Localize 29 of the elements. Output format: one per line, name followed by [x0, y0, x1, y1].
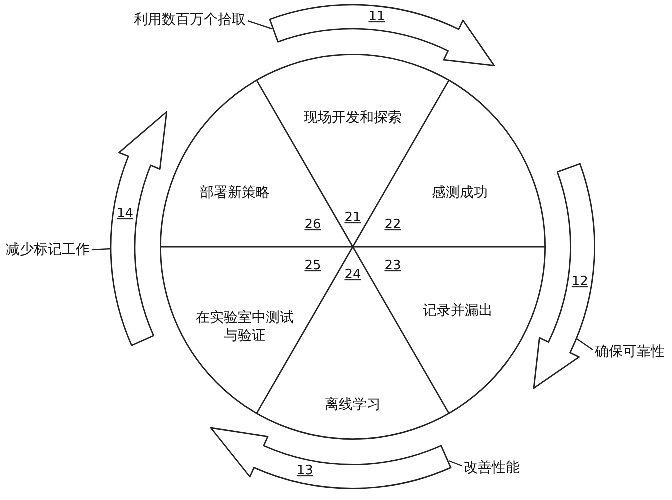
sector-label: 离线学习	[325, 396, 381, 414]
leader-line	[92, 248, 112, 251]
arrow-number: 11	[368, 10, 386, 27]
cycle-circle	[160, 54, 546, 440]
leader-line	[448, 460, 462, 467]
sector-label: 部署新策略	[200, 184, 270, 202]
arrow-number: 12	[572, 274, 588, 292]
leader-line	[248, 20, 272, 30]
callout-number: 26	[304, 218, 322, 234]
leader-line	[576, 338, 594, 350]
callout-number: 22	[384, 218, 402, 234]
arrow-label: 确保可靠性	[595, 342, 665, 362]
sector-label: 记录并漏出	[423, 302, 493, 320]
callout-number: 25	[304, 258, 322, 276]
callout-number: 21	[344, 210, 362, 228]
arrow-label: 利用数百万个拾取	[134, 10, 246, 30]
cycle-arrow	[268, 3, 497, 68]
arrow-number: 13	[296, 464, 314, 480]
cycle-arrow	[209, 426, 454, 491]
cycle-arrow	[532, 162, 597, 391]
arrow-number: 14	[116, 206, 134, 224]
arrow-label: 减少标记工作	[6, 240, 90, 260]
arrow-label: 改善性能	[464, 458, 520, 478]
sector-label: 感测成功	[432, 184, 488, 202]
sector-label: 现场开发和探索	[304, 108, 402, 128]
sector-label: 在实验室中测试与验证	[192, 308, 298, 346]
callout-number: 23	[384, 258, 402, 276]
callout-number: 24	[344, 268, 362, 284]
cycle-arrow	[109, 110, 169, 348]
